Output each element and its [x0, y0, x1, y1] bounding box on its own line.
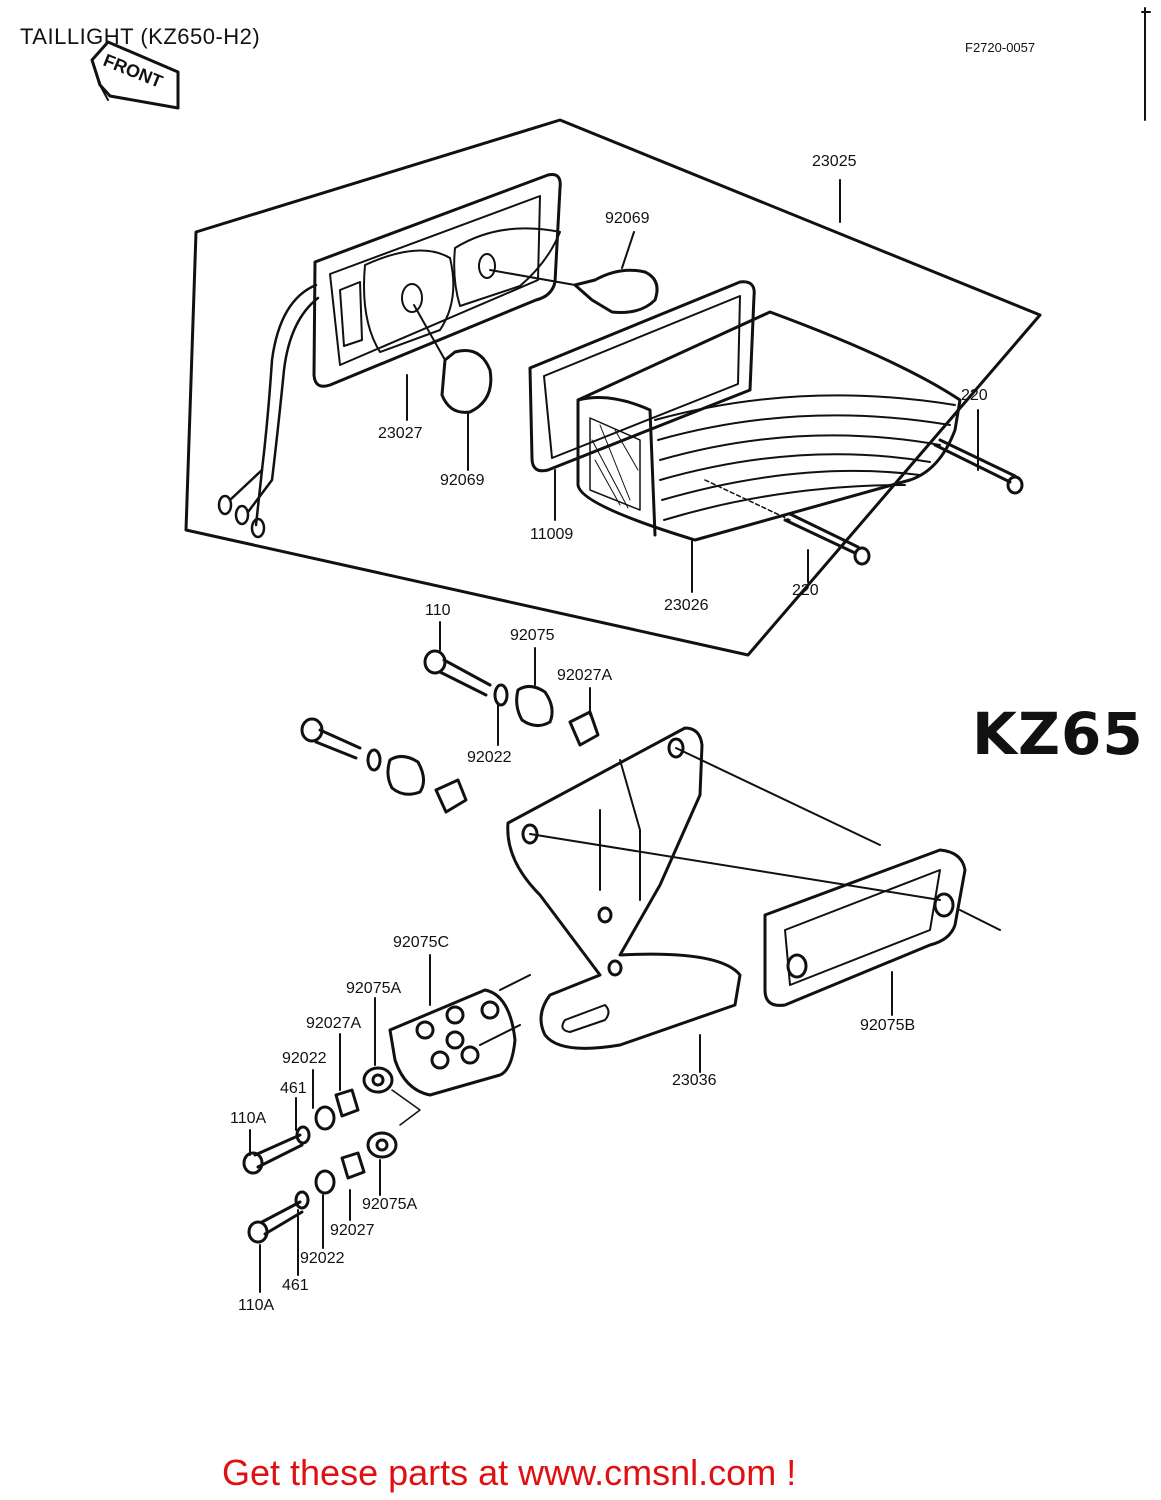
- part-label: 461: [280, 1080, 307, 1097]
- assembly-outline: [184, 118, 1042, 657]
- part-label: 220: [961, 387, 988, 404]
- leader-lines: [249, 179, 979, 1293]
- part-label: 220: [792, 582, 819, 599]
- part-label: 92075B: [860, 1017, 916, 1034]
- pad-92075B: [763, 848, 1001, 1007]
- lower-stack-bottom: [247, 1131, 398, 1244]
- screw-220-bottom: [704, 479, 871, 566]
- diagram-code: F2720-0057: [965, 40, 1036, 55]
- part-label: 461: [282, 1277, 309, 1294]
- gasket-11009: [528, 280, 756, 473]
- part-label: 23025: [812, 153, 857, 170]
- part-label: 92022: [282, 1050, 327, 1067]
- part-label: 92075A: [346, 980, 402, 997]
- lens-23027: [312, 173, 562, 388]
- bracket-23036: [506, 726, 941, 1050]
- bulb-92069-top: [489, 268, 659, 314]
- part-label: 92075: [510, 627, 555, 644]
- part-label: 92027A: [306, 1015, 362, 1032]
- part-label: 92075A: [362, 1196, 418, 1213]
- plate-92075C: [388, 974, 531, 1097]
- part-label: 92022: [467, 749, 512, 766]
- part-label: 92022: [300, 1250, 345, 1267]
- model-mark: KZ65: [972, 700, 1144, 768]
- part-label: 92069: [440, 472, 485, 489]
- part-label: 23027: [378, 425, 423, 442]
- part-label: 92027: [330, 1222, 375, 1239]
- wiring-harness: [217, 283, 320, 539]
- part-label: 23036: [672, 1072, 717, 1089]
- part-label: 92027A: [557, 667, 613, 684]
- part-label: 110A: [238, 1297, 275, 1314]
- diagram-title: TAILLIGHT (KZ650-H2): [20, 24, 261, 49]
- lower-stack-top: [242, 1066, 421, 1175]
- part-label: 92075C: [393, 934, 450, 951]
- part-label: 11009: [530, 526, 574, 543]
- footer-link[interactable]: Get these parts at www.cmsnl.com !: [222, 1452, 797, 1493]
- part-label: 23026: [664, 597, 709, 614]
- front-arrow: [90, 40, 180, 110]
- part-label: 110: [425, 602, 451, 619]
- part-label: 92069: [605, 210, 650, 227]
- housing-23026: [576, 310, 962, 542]
- bulb-92069-bottom: [413, 304, 493, 414]
- bolt-110-stack: [423, 649, 600, 747]
- bolt-second-stack: [300, 717, 468, 814]
- part-label: 110A: [230, 1110, 267, 1127]
